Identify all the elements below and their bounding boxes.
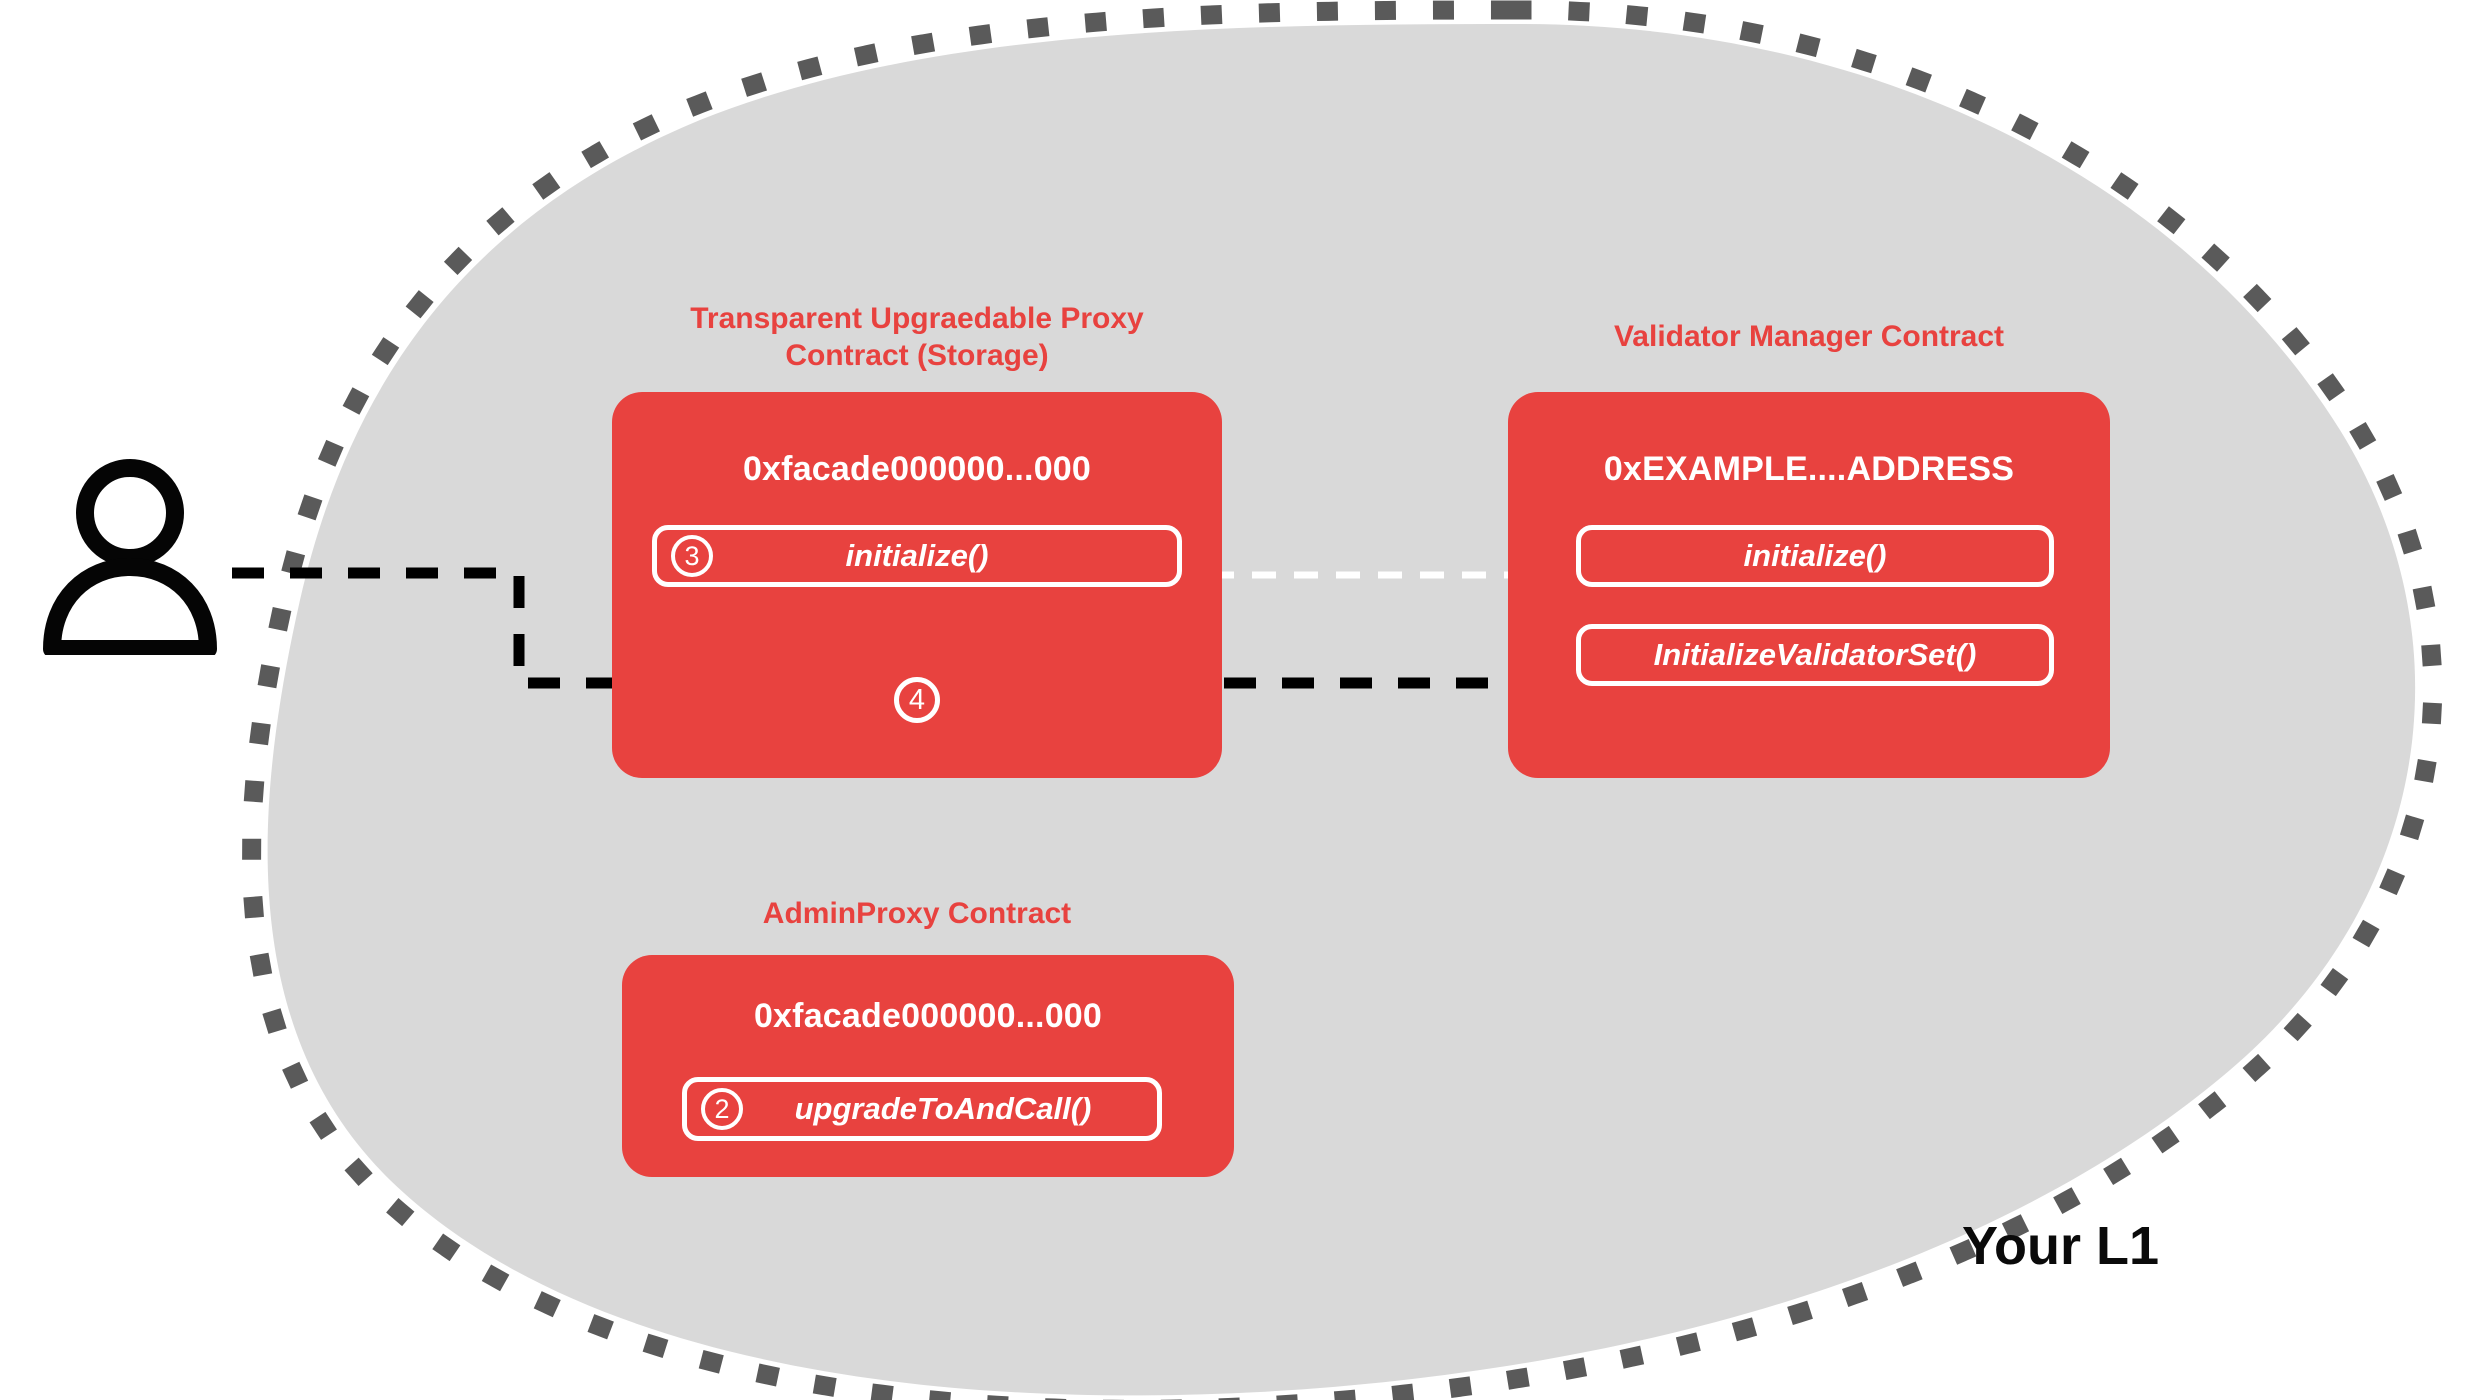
step-badge-4: 4 [894, 677, 940, 723]
blob-dashed-border [242, 0, 2443, 1400]
proxy-contract-address: 0xfacade000000...000 [742, 450, 1092, 488]
vm-function-initializevalidatorset-label: InitializeValidatorSet() [1653, 637, 1977, 672]
proxy-function-initialize[interactable]: 3 initialize() [652, 525, 1182, 587]
vm-function-initialize-label: initialize() [1743, 538, 1887, 573]
admin-proxy-function-upgradetoandcall-label: upgradeToAndCall() [794, 1091, 1092, 1126]
l1-label: Your L1 [1962, 1216, 2160, 1276]
proxy-function-initialize-label: initialize() [845, 538, 989, 573]
step-badge-3: 3 [671, 535, 713, 577]
person-icon [43, 459, 217, 655]
admin-proxy-contract-address: 0xfacade000000...000 [753, 997, 1103, 1035]
validator-manager-contract-title: Validator Manager Contract [1613, 320, 2005, 353]
admin-proxy-contract-card[interactable]: 0xfacade000000...000 2 upgradeToAndCall(… [622, 955, 1234, 1177]
step-badge-2: 2 [701, 1088, 743, 1130]
proxy-contract-card[interactable]: 0xfacade000000...000 3 initialize() 4 [612, 392, 1222, 778]
admin-proxy-contract-title: AdminProxy Contract [762, 897, 1072, 930]
vm-function-initialize[interactable]: initialize() [1576, 525, 2054, 587]
validator-manager-contract-address: 0xEXAMPLE....ADDRESS [1603, 450, 2015, 488]
admin-proxy-function-upgradetoandcall[interactable]: 2 upgradeToAndCall() [682, 1077, 1162, 1141]
proxy-contract-title: Transparent Upgraedable Proxy Contract (… [690, 302, 1144, 373]
vm-function-initializevalidatorset[interactable]: InitializeValidatorSet() [1576, 624, 2054, 686]
validator-manager-contract-card[interactable]: 0xEXAMPLE....ADDRESS initialize() Initia… [1508, 392, 2110, 778]
